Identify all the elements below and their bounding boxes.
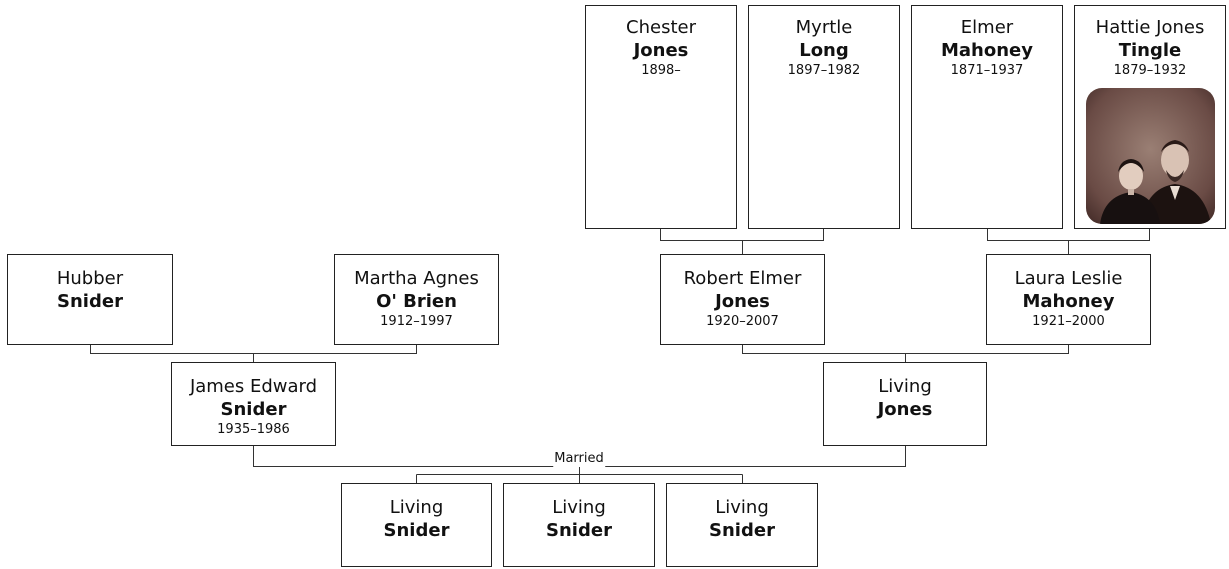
surname: Mahoney xyxy=(1022,291,1115,312)
surname: Mahoney xyxy=(941,40,1033,61)
given-name: Robert Elmer xyxy=(683,268,802,289)
connector-robert-laura xyxy=(742,345,1069,354)
connector-elmer-hattie xyxy=(987,229,1150,241)
life-dates: 1920–2007 xyxy=(706,314,779,329)
surname: Snider xyxy=(383,520,450,541)
person-card-child-3[interactable]: Living Snider xyxy=(666,483,818,567)
surname: O' Brien xyxy=(376,291,457,312)
surname: Jones xyxy=(715,291,770,312)
surname: Jones xyxy=(633,40,689,61)
person-card-robert-jones[interactable]: Robert Elmer Jones 1920–2007 xyxy=(660,254,825,345)
given-name: Living xyxy=(552,497,606,518)
given-name: Hubber xyxy=(56,268,124,289)
person-card-laura-mahoney[interactable]: Laura Leslie Mahoney 1921–2000 xyxy=(986,254,1151,345)
life-dates: 1897–1982 xyxy=(787,63,861,78)
given-name: Living xyxy=(878,376,932,397)
given-name: Martha Agnes xyxy=(354,268,479,289)
given-name: Hattie Jones xyxy=(1095,17,1205,38)
surname: Long xyxy=(799,40,849,61)
person-card-child-2[interactable]: Living Snider xyxy=(503,483,655,567)
person-card-hubber-snider[interactable]: Hubber Snider xyxy=(7,254,173,345)
given-name: Myrtle xyxy=(795,17,853,38)
life-dates: 1871–1937 xyxy=(950,63,1024,78)
life-dates: 1898– xyxy=(641,63,681,78)
surname: Snider xyxy=(709,520,775,541)
given-name: Elmer xyxy=(960,17,1014,38)
person-card-martha-obrien[interactable]: Martha Agnes O' Brien 1912–1997 xyxy=(334,254,499,345)
surname: Snider xyxy=(57,291,123,312)
person-card-chester-jones[interactable]: Chester Jones 1898– xyxy=(585,5,737,229)
given-name: Laura Leslie xyxy=(1014,268,1123,289)
given-name: Living xyxy=(715,497,769,518)
given-name: Living xyxy=(389,497,444,518)
portrait-photo xyxy=(1085,88,1215,224)
person-card-child-1[interactable]: Living Snider xyxy=(341,483,492,567)
connector-hubber-martha xyxy=(90,345,417,354)
surname: Jones xyxy=(877,399,933,420)
person-card-myrtle-long[interactable]: Myrtle Long 1897–1982 xyxy=(748,5,900,229)
connector-chester-myrtle xyxy=(660,229,824,241)
life-dates: 1912–1997 xyxy=(380,314,453,329)
person-card-hattie-tingle[interactable]: Hattie Jones Tingle 1879–1932 xyxy=(1074,5,1226,229)
given-name: James Edward xyxy=(189,376,318,397)
married-label: Married xyxy=(553,451,605,467)
person-card-james-snider[interactable]: James Edward Snider 1935–1986 xyxy=(171,362,336,446)
surname: Tingle xyxy=(1118,40,1182,61)
person-card-living-jones[interactable]: Living Jones xyxy=(823,362,987,446)
life-dates: 1935–1986 xyxy=(217,422,290,437)
life-dates: 1921–2000 xyxy=(1032,314,1105,329)
person-card-elmer-mahoney[interactable]: Elmer Mahoney 1871–1937 xyxy=(911,5,1063,229)
life-dates: 1879–1932 xyxy=(1113,63,1187,78)
surname: Snider xyxy=(546,520,612,541)
surname: Snider xyxy=(220,399,287,420)
given-name: Chester xyxy=(626,17,696,38)
